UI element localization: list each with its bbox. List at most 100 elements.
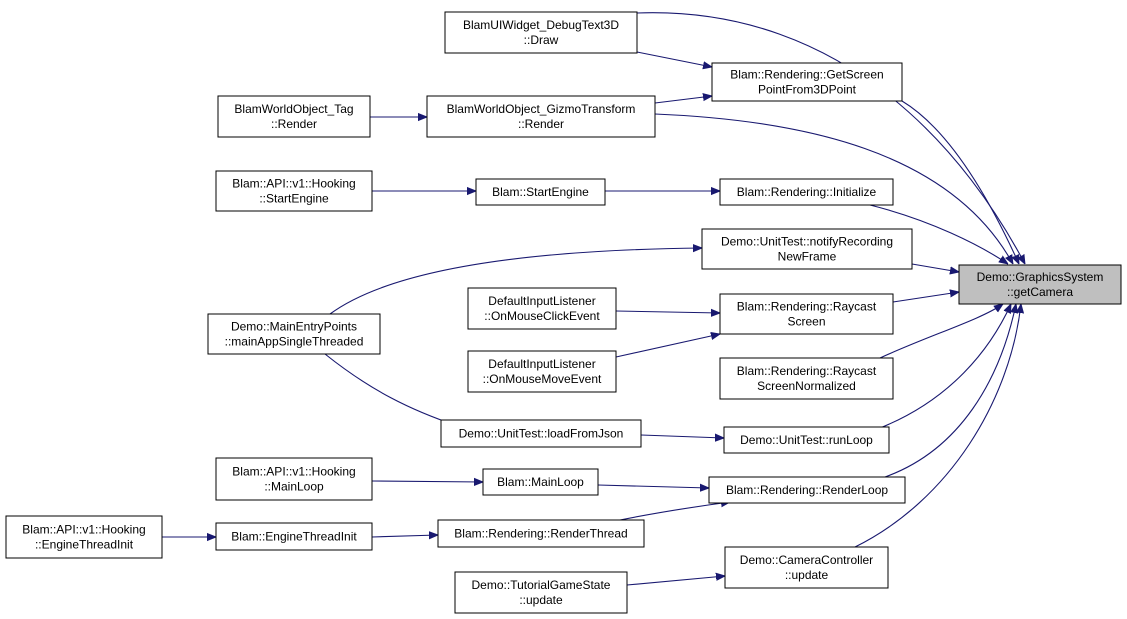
node-label: Blam::Rendering::GetScreen: [730, 68, 883, 82]
edge-from-debugText3D: [636, 51, 712, 67]
node-box: [467, 287, 617, 330]
node-gizmoRender[interactable]: BlamWorldObject_GizmoTransform::Render: [426, 95, 656, 138]
node-label: Demo::UnitTest::loadFromJson: [459, 427, 624, 441]
node-label: Demo::TutorialGameState: [472, 578, 611, 592]
edge-arrow: [597, 485, 709, 488]
edge-arrow: [854, 304, 1021, 548]
node-onMouseMove[interactable]: DefaultInputListener::OnMouseMoveEvent: [467, 350, 617, 393]
node-renderThread[interactable]: Blam::Rendering::RenderThread: [437, 519, 645, 548]
node-label: Demo::CameraController: [740, 553, 873, 567]
node-box: [719, 178, 894, 206]
node-label: ::Draw: [524, 33, 559, 47]
node-cameraUpdate[interactable]: Demo::CameraController::update: [724, 546, 889, 589]
node-box: [215, 457, 373, 501]
edge-from-mainApp: [324, 353, 458, 426]
edge-arrow: [911, 263, 959, 272]
edge-from-onMouseClick: [615, 311, 720, 313]
node-renderLoop[interactable]: Blam::Rendering::RenderLoop: [708, 476, 906, 504]
node-apiEngineThread[interactable]: Blam::API::v1::Hooking::EngineThreadInit: [5, 515, 163, 559]
node-apiMainLoop[interactable]: Blam::API::v1::Hooking::MainLoop: [215, 457, 373, 501]
edge-from-onMouseMove: [615, 334, 720, 358]
node-label: Blam::EngineThreadInit: [231, 530, 357, 544]
node-label: Blam::StartEngine: [492, 185, 589, 199]
node-label: Blam::API::v1::Hooking: [232, 465, 355, 479]
edge-arrow: [892, 292, 959, 303]
node-box: [701, 228, 913, 270]
edge-from-loadFromJson: [640, 435, 724, 438]
node-box: [467, 350, 617, 393]
node-label: ScreenNormalized: [757, 379, 856, 393]
edge-arrow: [654, 113, 1013, 264]
node-label: ::OnMouseMoveEvent: [483, 372, 602, 386]
edge-from-gizmoRender: [654, 96, 712, 104]
edge-from-runLoop: [879, 304, 1011, 429]
node-label: Blam::Rendering::Raycast: [737, 300, 877, 314]
node-box: [958, 264, 1122, 305]
node-label: ::getCamera: [1007, 285, 1073, 299]
node-label: ::update: [519, 593, 563, 607]
nodes-layer: Demo::GraphicsSystem::getCamera BlamUIWid…: [5, 11, 1122, 614]
edge-from-renderInit: [869, 204, 1008, 264]
node-box: [207, 313, 381, 355]
node-box: [426, 95, 656, 138]
node-box: [444, 11, 638, 54]
edge-from-getScreenPoint: [901, 100, 1020, 264]
edge-arrow: [879, 304, 1011, 429]
node-box: [724, 546, 889, 589]
node-box: [475, 178, 606, 206]
node-box: [719, 357, 894, 400]
node-box: [215, 522, 373, 551]
node-startEngine[interactable]: Blam::StartEngine: [475, 178, 606, 206]
node-tutorialUpdate[interactable]: Demo::TutorialGameState::update: [454, 571, 628, 614]
node-label: ::StartEngine: [259, 192, 329, 206]
node-mainApp[interactable]: Demo::MainEntryPoints::mainAppSingleThre…: [207, 313, 381, 355]
node-label: BlamWorldObject_Tag: [234, 102, 353, 116]
edge-arrow: [636, 51, 712, 67]
node-renderInit[interactable]: Blam::Rendering::Initialize: [719, 178, 894, 206]
node-loadFromJson[interactable]: Demo::UnitTest::loadFromJson: [440, 419, 642, 448]
node-label: BlamUIWidget_DebugText3D: [463, 18, 619, 32]
edge-arrow: [329, 248, 702, 315]
edge-arrow: [640, 435, 724, 438]
edge-from-cameraUpdate: [854, 304, 1021, 548]
node-box: [217, 95, 371, 138]
edge-arrow: [371, 481, 483, 482]
node-label: Blam::Rendering::RenderThread: [454, 527, 627, 541]
node-getScreenPoint[interactable]: Blam::Rendering::GetScreenPointFrom3DPoi…: [711, 62, 903, 102]
node-box: [437, 519, 645, 548]
node-label: PointFrom3DPoint: [758, 83, 857, 97]
node-engineThreadInit[interactable]: Blam::EngineThreadInit: [215, 522, 373, 551]
edge-arrow: [626, 576, 725, 586]
edge-arrow: [884, 304, 1016, 478]
node-label: Demo::GraphicsSystem: [977, 270, 1104, 284]
node-label: Screen: [787, 315, 825, 329]
node-box: [5, 515, 163, 559]
node-onMouseClick[interactable]: DefaultInputListener::OnMouseClickEvent: [467, 287, 617, 330]
node-mainLoop[interactable]: Blam::MainLoop: [482, 468, 599, 496]
node-apiStartEngine[interactable]: Blam::API::v1::Hooking::StartEngine: [215, 170, 373, 212]
node-debugText3D[interactable]: BlamUIWidget_DebugText3D::Draw: [444, 11, 638, 54]
node-runLoop[interactable]: Demo::UnitTest::runLoop: [723, 426, 890, 454]
edge-arrow: [879, 304, 1003, 359]
node-box: [719, 293, 894, 335]
edge-from-mainLoop: [597, 485, 709, 488]
edge-arrow: [615, 311, 720, 313]
node-box: [723, 426, 890, 454]
edge-from-notifyRecording: [911, 263, 959, 272]
node-label: NewFrame: [778, 250, 837, 264]
node-tagRender[interactable]: BlamWorldObject_Tag::Render: [217, 95, 371, 138]
node-label: Blam::Rendering::Initialize: [737, 185, 877, 199]
node-label: ::MainLoop: [264, 480, 324, 494]
node-label: ::update: [785, 568, 829, 582]
node-label: DefaultInputListener: [488, 357, 595, 371]
node-label: Demo::UnitTest::runLoop: [740, 433, 873, 447]
node-label: Blam::Rendering::Raycast: [737, 364, 877, 378]
node-label: DefaultInputListener: [488, 294, 595, 308]
node-label: BlamWorldObject_GizmoTransform: [447, 102, 636, 116]
node-getCamera[interactable]: Demo::GraphicsSystem::getCamera: [958, 264, 1122, 305]
edge-arrow: [371, 535, 438, 537]
edge-arrow: [869, 204, 1008, 264]
